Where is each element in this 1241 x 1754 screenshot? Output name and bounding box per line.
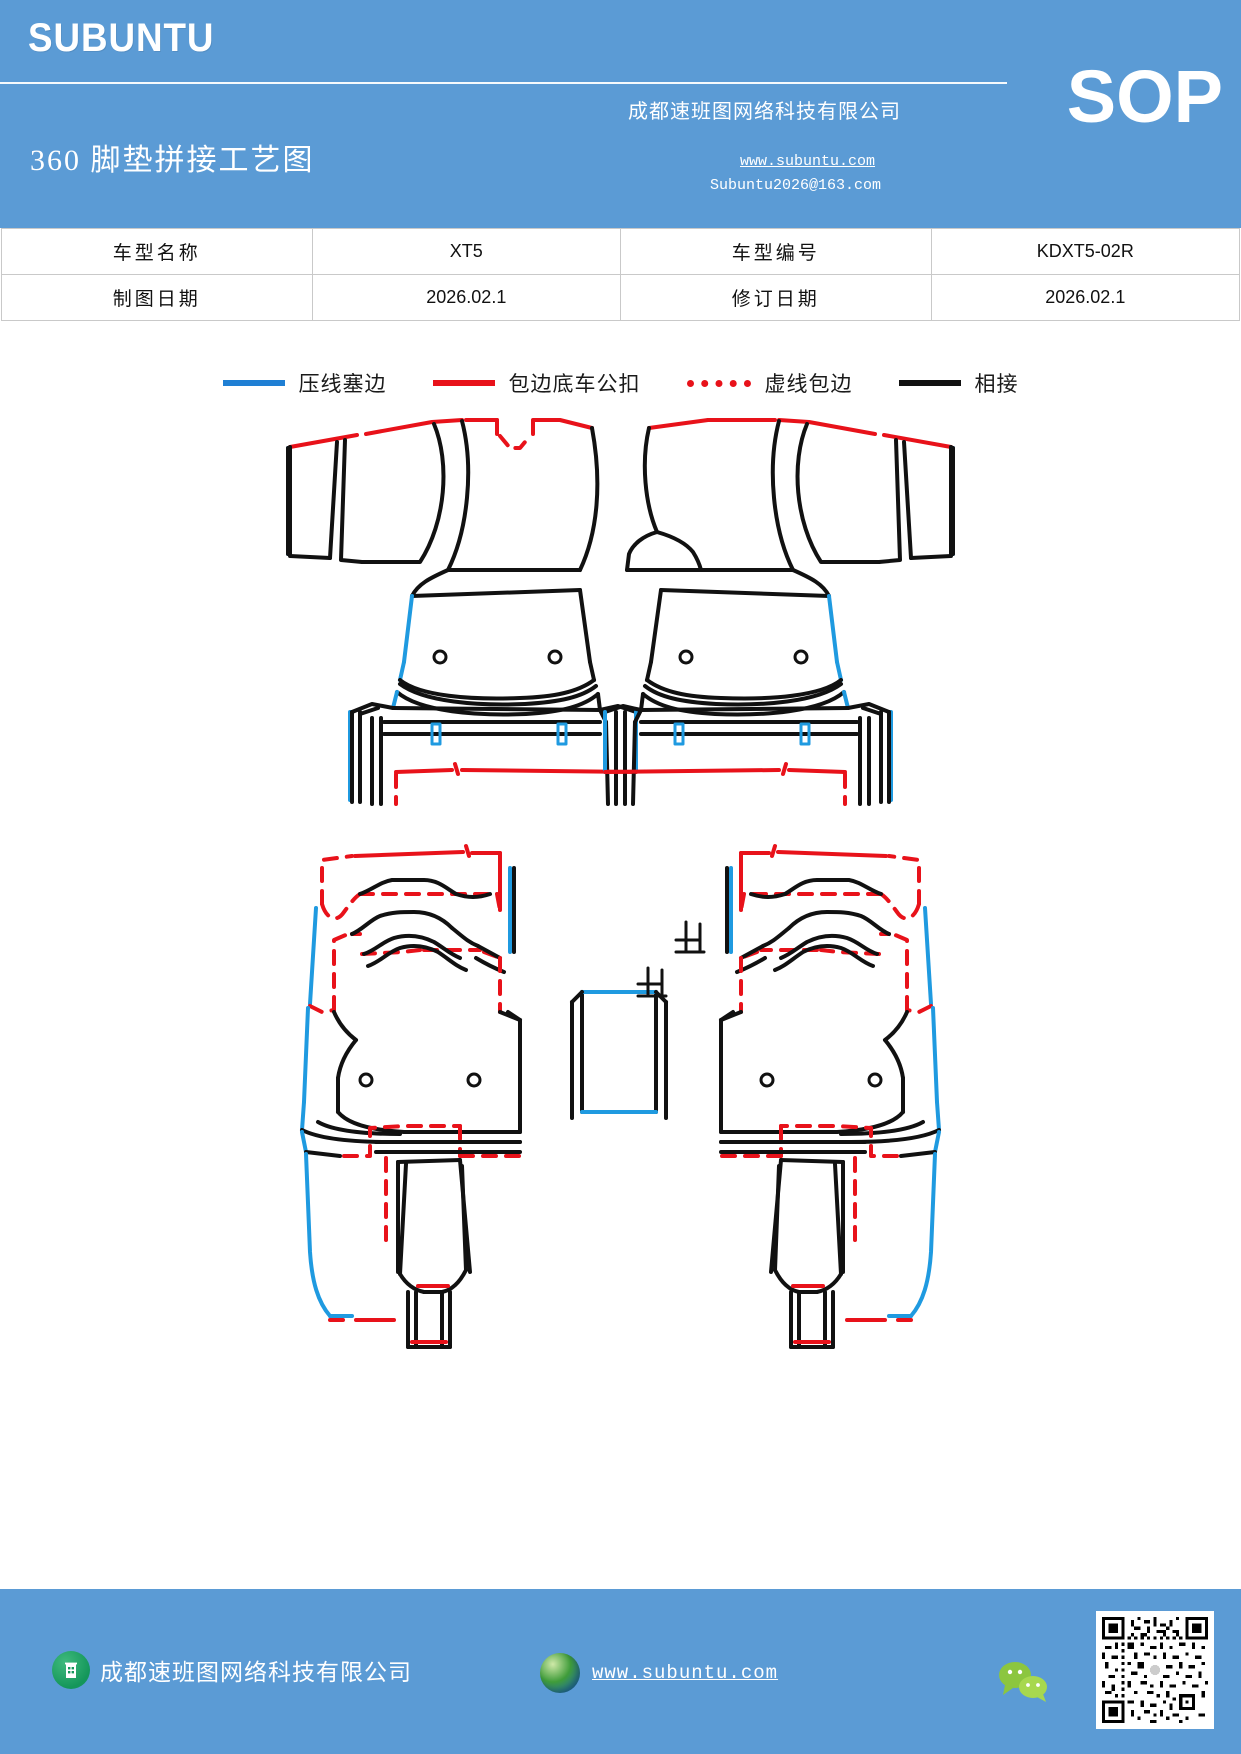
cell-model-name-value: XT5 (311, 228, 621, 275)
footer-website-link[interactable]: www.subuntu.com (592, 1662, 779, 1684)
cell-draw-date-label: 制图日期 (1, 274, 313, 321)
legend: 压线塞边 包边底车公扣 虚线包边 相接 (0, 355, 1241, 411)
footer-company-name: 成都速班图网络科技有限公司 (100, 1660, 412, 1685)
sop-badge: SOP (1066, 55, 1223, 138)
center-tunnel-mat (570, 990, 668, 1120)
document-header: SUBUNTU 360 脚垫拼接工艺图 成都速班图网络科技有限公司 www.su… (0, 0, 1241, 228)
legend-swatch-red-line (432, 380, 495, 386)
brand-logo: SUBUNTU (28, 16, 215, 60)
cell-revise-date-label: 修订日期 (619, 274, 932, 321)
legend-swatch-blue-line (222, 380, 285, 386)
rear-right-mat (719, 844, 941, 1349)
front-right-mat (603, 418, 955, 806)
document-footer: 成都速班图网络科技有限公司 www.subuntu.com (0, 1589, 1241, 1754)
legend-item-press-edge: 压线塞边 (222, 368, 387, 398)
table-row: 制图日期 2026.02.1 修订日期 2026.02.1 (1, 274, 1241, 321)
header-email[interactable]: Subuntu2026@163.com (710, 177, 882, 194)
qr-code (1096, 1611, 1214, 1729)
front-left-mat (286, 418, 638, 806)
cell-model-code-label: 车型编号 (619, 228, 932, 275)
legend-label: 压线塞边 (298, 372, 387, 396)
page-title: 360 脚垫拼接工艺图 (30, 144, 315, 177)
header-website-link[interactable]: www.subuntu.com (740, 153, 876, 170)
cell-model-name-label: 车型名称 (1, 228, 313, 275)
legend-swatch-red-dotted-line (686, 379, 751, 387)
vehicle-info-table: 车型名称 XT5 车型编号 KDXT5-02R 制图日期 2026.02.1 修… (1, 228, 1241, 321)
legend-label: 包边底车公扣 (508, 372, 641, 396)
wechat-icon (995, 1659, 1053, 1708)
table-row: 车型名称 XT5 车型编号 KDXT5-02R (1, 228, 1241, 275)
cell-revise-date-value: 2026.02.1 (930, 274, 1241, 321)
building-icon (52, 1651, 90, 1689)
legend-item-joint: 相接 (898, 368, 1019, 398)
legend-item-bound-edge-clip: 包边底车公扣 (432, 368, 641, 398)
cell-model-code-value: KDXT5-02R (930, 228, 1241, 275)
footer-website-block[interactable]: www.subuntu.com (540, 1653, 778, 1693)
floor-mat-technical-drawing (0, 412, 1241, 1422)
rear-left-mat (300, 844, 522, 1349)
globe-icon (540, 1653, 580, 1693)
stop-marker-glyphs (636, 920, 706, 998)
legend-swatch-black-line (898, 380, 961, 386)
cell-draw-date-value: 2026.02.1 (311, 274, 621, 321)
footer-company-block: 成都速班图网络科技有限公司 (52, 1651, 412, 1689)
legend-label: 虚线包边 (764, 372, 853, 396)
header-divider (0, 82, 1007, 84)
legend-item-dashed-binding: 虚线包边 (686, 368, 853, 398)
header-company-name: 成都速班图网络科技有限公司 (628, 101, 901, 123)
legend-label: 相接 (974, 372, 1019, 396)
